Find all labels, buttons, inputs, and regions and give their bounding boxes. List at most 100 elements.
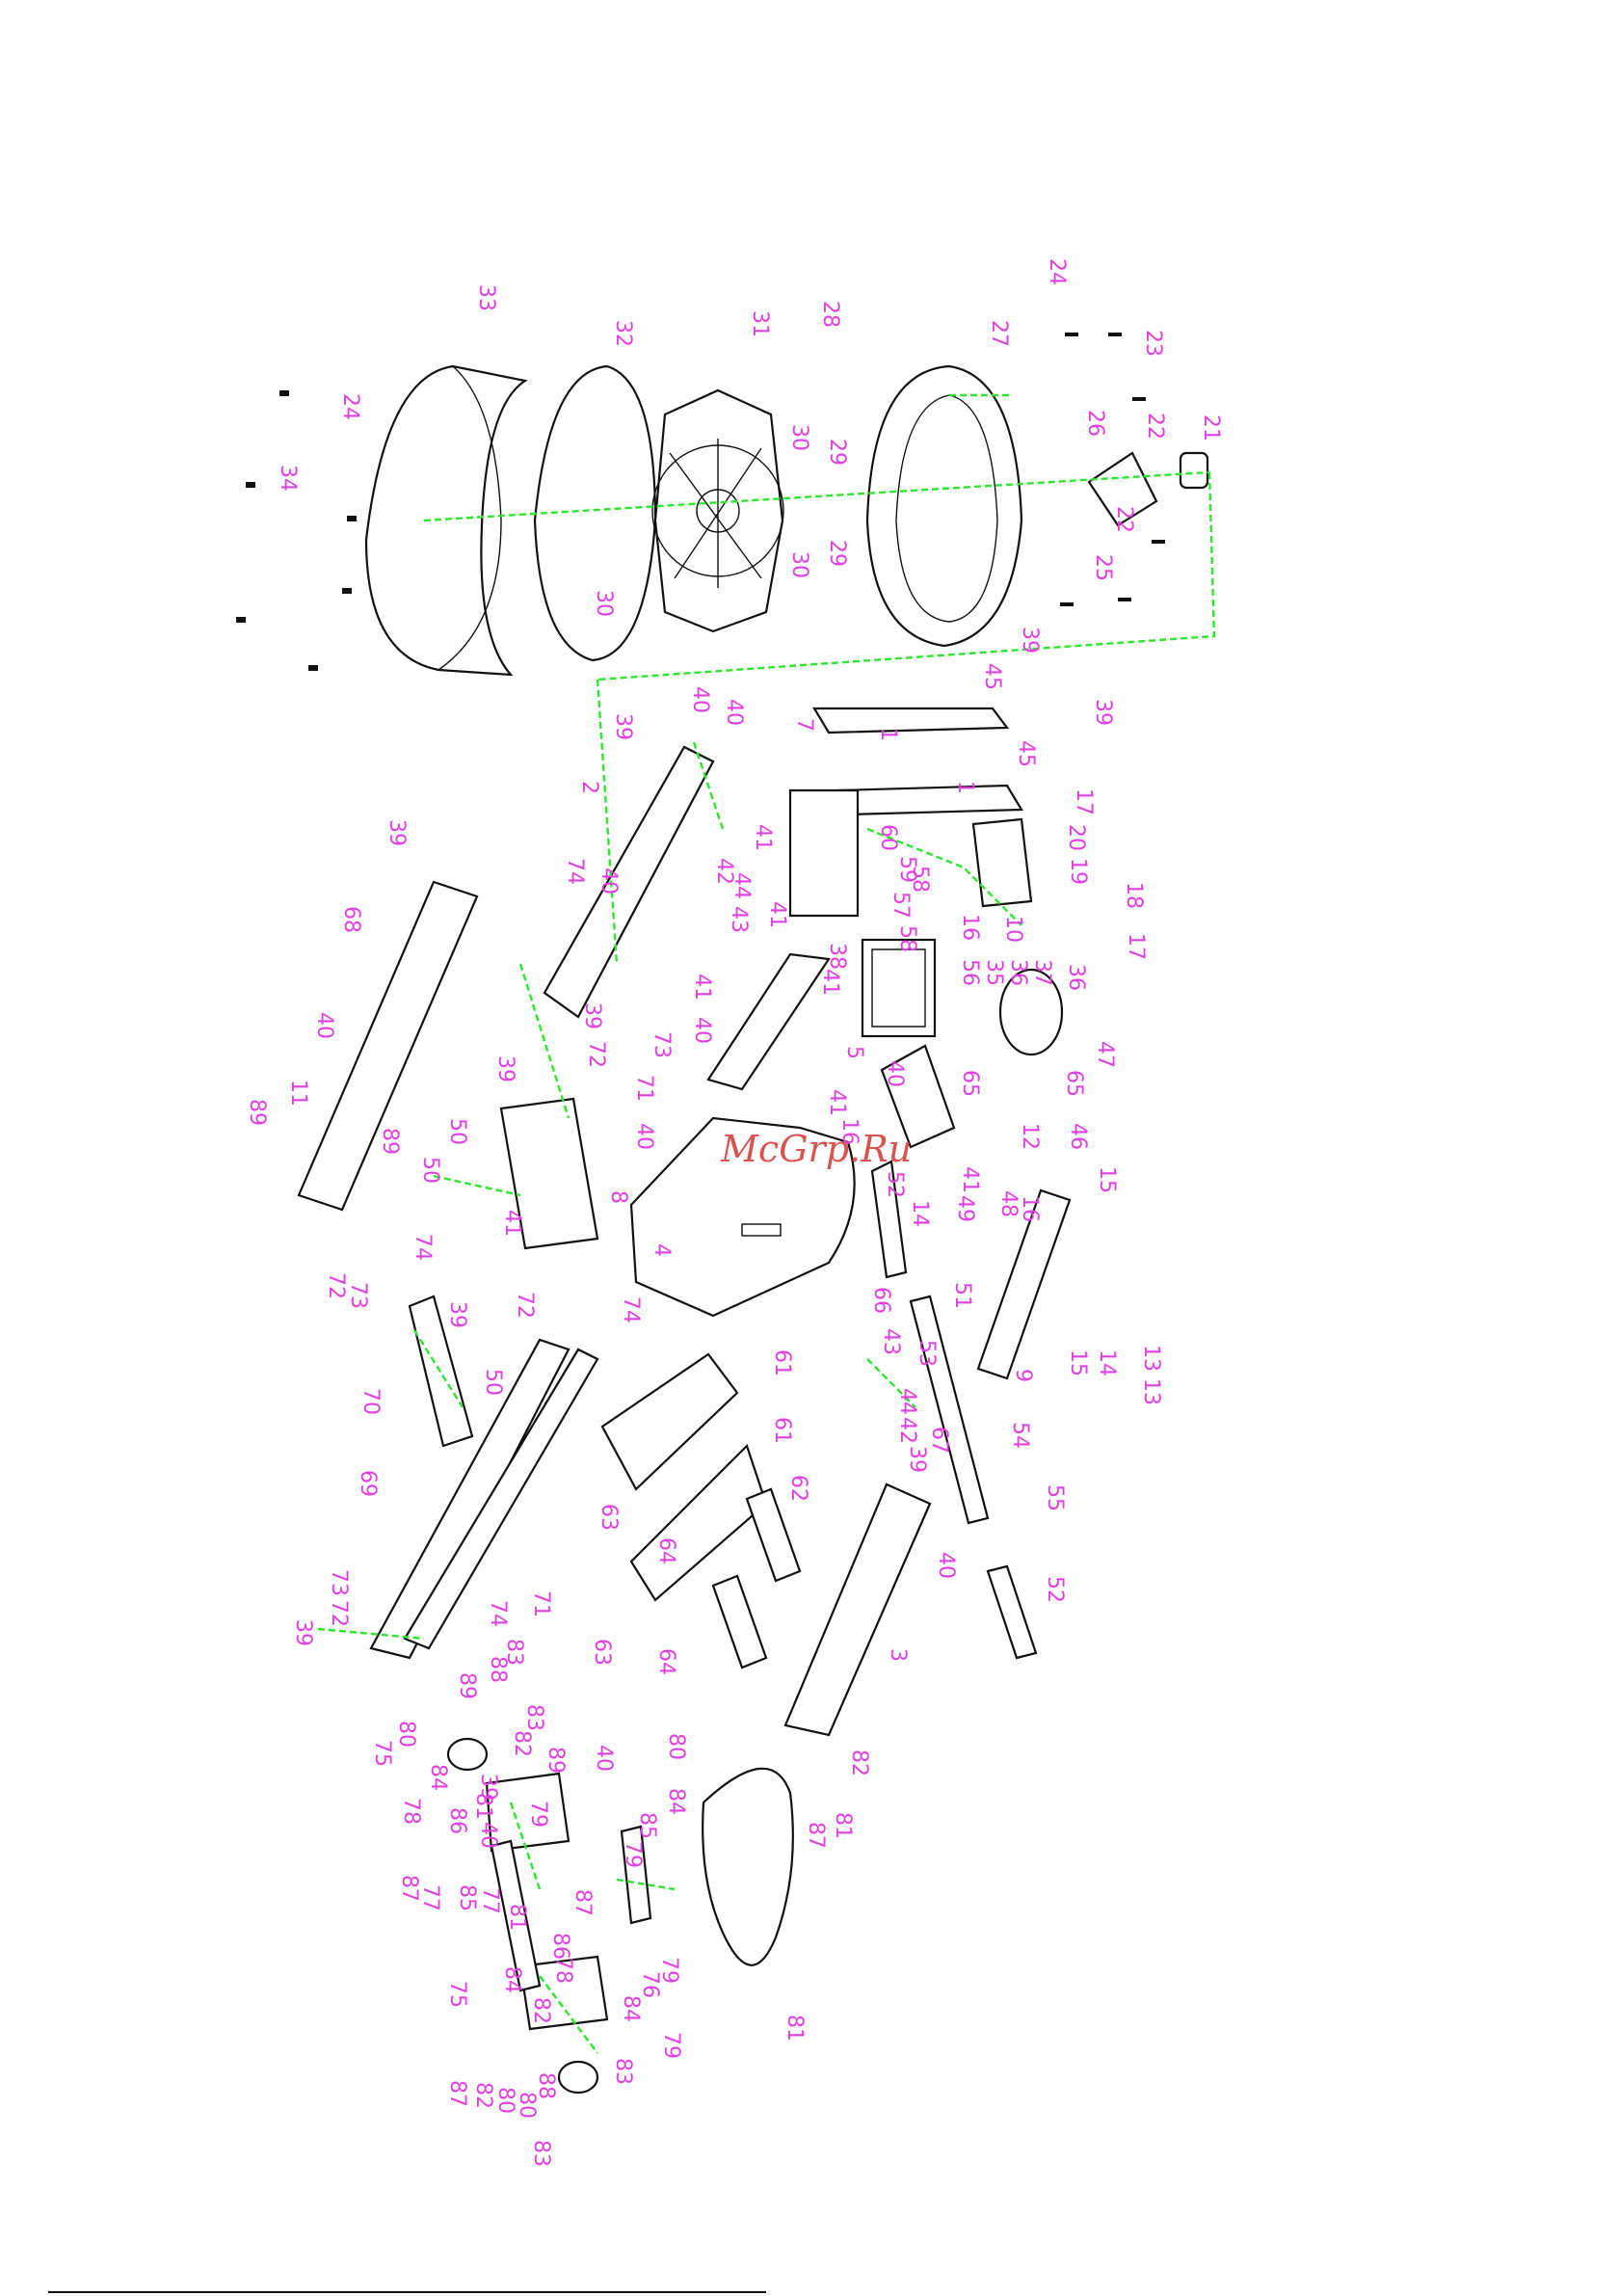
part-label: 39 (493, 1055, 517, 1082)
part-label: 84 (619, 1995, 643, 2022)
frame-tube-1-lower (836, 784, 1023, 816)
part-label: 1 (876, 728, 900, 741)
part-label: 73 (650, 1031, 674, 1058)
frame-long-tube-2 (543, 745, 715, 1019)
part-label: 89 (245, 1099, 269, 1126)
part-label: 80 (493, 2087, 517, 2114)
part-label: 20 (1064, 824, 1088, 851)
pedal-strap-64-a (745, 1487, 802, 1583)
part-label: 53 (915, 1340, 939, 1367)
part-label: 86 (445, 1807, 469, 1834)
footrest-63-a (600, 1352, 739, 1491)
part-label: 48 (996, 1190, 1021, 1217)
part-label: 3 (886, 1648, 910, 1662)
rail-77 (490, 1839, 542, 1992)
part-label: 39 (905, 1446, 929, 1473)
part-label: 49 (953, 1195, 977, 1222)
bracket-25 (1087, 451, 1209, 527)
part-label: 43 (727, 906, 751, 933)
part-label: 79 (659, 2032, 683, 2059)
part-label: 77 (418, 1884, 442, 1911)
part-label: 13 (1139, 1345, 1163, 1372)
part-label: 66 (869, 1287, 893, 1314)
wheel-80-a (446, 1737, 489, 1772)
part-label: 51 (950, 1282, 974, 1309)
hardware-fasteners (236, 333, 1165, 671)
leader-lines (317, 393, 1216, 2054)
part-label: 40 (476, 1822, 500, 1849)
part-label: 41 (500, 1210, 524, 1237)
part-label: 65 (958, 1070, 982, 1097)
part-label: 87 (804, 1822, 828, 1849)
part-label: 18 (1122, 882, 1146, 909)
part-label: 71 (632, 1075, 656, 1102)
part-label: 44 (729, 872, 754, 899)
part-label: 72 (513, 1292, 537, 1319)
pedal-strap-64-b (711, 1574, 768, 1669)
part-label: 83 (502, 1639, 526, 1666)
part-label: 45 (980, 663, 1004, 690)
part-label: 50 (445, 1118, 469, 1145)
part-label: 82 (847, 1749, 871, 1776)
part-label: 39 (1091, 699, 1115, 726)
part-label: 31 (748, 310, 772, 337)
part-label: 1 (953, 781, 977, 794)
part-label: 72 (584, 1041, 608, 1068)
part-label: 85 (635, 1812, 659, 1839)
seat-slide-71 (403, 1348, 599, 1650)
part-label: 80 (515, 2092, 539, 2119)
part-label: 16 (1018, 1195, 1042, 1222)
part-label: 39 (580, 1002, 604, 1029)
part-label: 79 (621, 1841, 645, 1868)
rail-78 (620, 1825, 652, 1925)
part-label: 50 (481, 1369, 505, 1396)
part-label: 81 (782, 2015, 807, 2042)
part-label: 74 (486, 1600, 510, 1627)
plate-5 (706, 952, 831, 1091)
part-label: 34 (276, 465, 300, 492)
part-label: 33 (474, 284, 498, 311)
part-label: 40 (592, 1745, 616, 1772)
plate-12 (880, 1044, 956, 1149)
part-label: 30 (787, 551, 811, 578)
part-label: 65 (1062, 1070, 1086, 1097)
motor-controller-56 (861, 938, 937, 1038)
part-label: 82 (529, 1997, 553, 2024)
part-label: 89 (455, 1672, 479, 1699)
part-label: 71 (529, 1590, 553, 1617)
frame-tube-1-upper (812, 707, 1010, 734)
part-label: 2 (577, 781, 601, 794)
part-label: 45 (1014, 740, 1038, 767)
rear-tube-3 (783, 1482, 932, 1737)
part-label: 39 (1018, 627, 1042, 654)
part-label: 8 (606, 1190, 630, 1204)
part-label: 80 (664, 1733, 688, 1760)
part-label: 7 (792, 718, 816, 732)
part-label: 81 (831, 1812, 855, 1839)
part-label: 67 (927, 1427, 951, 1454)
part-label: 13 (1139, 1378, 1163, 1405)
part-label: 77 (478, 1887, 502, 1914)
seat-pad-76 (702, 1767, 794, 1966)
part-label: 81 (471, 1793, 495, 1820)
part-label: 61 (770, 1349, 794, 1376)
side-plate-9 (976, 1188, 1072, 1380)
part-label: 22 (1112, 506, 1136, 533)
rear-stabilizer-75-a (485, 1772, 570, 1853)
part-label: 11 (286, 1080, 310, 1107)
part-label: 41 (751, 824, 775, 851)
part-label: 60 (876, 824, 900, 851)
part-label: 56 (958, 959, 982, 986)
side-rail-69 (369, 1338, 570, 1660)
part-label: 83 (529, 2140, 553, 2167)
part-label: 41 (818, 969, 842, 996)
part-label: 46 (1066, 1123, 1090, 1150)
part-label: 36 (1064, 964, 1088, 991)
part-label: 30 (592, 590, 616, 617)
part-label: 55 (1043, 1484, 1067, 1511)
part-label: 15 (1066, 1349, 1090, 1376)
part-label: 59 (895, 856, 919, 883)
part-label: 17 (1124, 933, 1148, 960)
part-label: 25 (1091, 554, 1115, 581)
part-label: 39 (445, 1301, 469, 1328)
